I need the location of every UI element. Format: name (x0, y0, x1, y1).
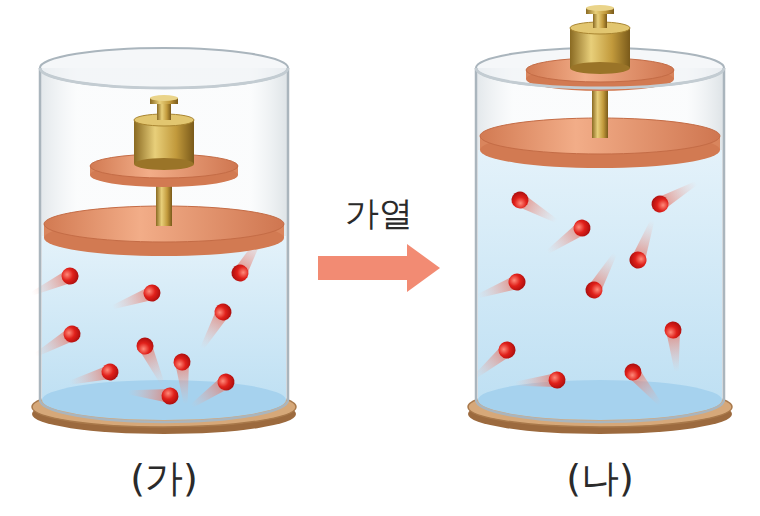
arrow-shaft (318, 256, 408, 280)
weight (134, 95, 194, 170)
gas-particles (469, 176, 700, 410)
cylinder-node: (가) (34, 30, 294, 502)
figure-label: (나) (566, 456, 634, 502)
particle (127, 384, 179, 405)
glass-outline (40, 68, 288, 422)
gas-region (42, 380, 286, 420)
particle (187, 370, 238, 413)
glass-outline (476, 68, 724, 422)
particle (648, 176, 700, 216)
glass-rim (476, 68, 724, 88)
edge-label: 가열 (345, 193, 413, 234)
weight (570, 5, 630, 74)
glass-rim (40, 68, 288, 88)
glass-wall (40, 68, 288, 400)
piston (480, 58, 720, 168)
particle (475, 271, 528, 304)
particle (110, 282, 163, 315)
particle (543, 216, 594, 259)
heating-arrow (318, 244, 440, 292)
cylinder-na (468, 5, 732, 434)
gas-particles (28, 232, 268, 413)
particle (627, 218, 660, 271)
cylinder-ga (28, 48, 296, 434)
particle (67, 362, 120, 391)
particle (28, 265, 81, 302)
particle (664, 321, 685, 373)
arrow-head (407, 244, 440, 292)
particle (514, 371, 566, 392)
cylinder-node: (나) (470, 30, 730, 502)
particle (621, 360, 666, 410)
figure-label: (가) (130, 456, 198, 502)
particle (195, 300, 235, 352)
particle (508, 188, 560, 228)
gas-region (478, 380, 722, 420)
particle (134, 335, 171, 388)
piston (44, 154, 284, 256)
particle (582, 249, 622, 301)
glass-rim (40, 48, 288, 88)
